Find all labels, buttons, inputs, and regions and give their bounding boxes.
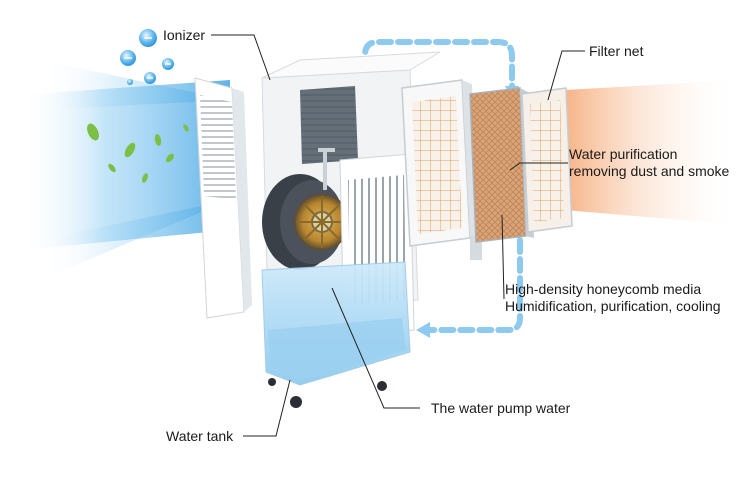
airflow-arrowhead xyxy=(416,322,430,338)
label-filter-net: Filter net xyxy=(589,43,644,59)
ion-bubble-icon xyxy=(120,29,174,85)
leaf-icon xyxy=(87,123,189,183)
label-honeycomb-media: High-density honeycomb media Humidificat… xyxy=(505,281,721,314)
water-pipe xyxy=(318,148,335,190)
label-water-purification: Water purification removing dust and smo… xyxy=(569,146,730,179)
louver-panel xyxy=(194,77,252,319)
airflow-arrow-icon xyxy=(362,39,523,333)
warm-air-stream xyxy=(565,80,740,225)
fan-blower xyxy=(262,174,350,270)
cool-air-stream xyxy=(20,60,230,280)
label-water-tank: Water tank xyxy=(166,428,234,444)
filter-net xyxy=(521,87,573,233)
label-water-pump: The water pump water xyxy=(431,400,571,416)
water-tank xyxy=(261,261,411,408)
filter-frame xyxy=(401,79,482,260)
label-ionizer: Ionizer xyxy=(163,27,206,43)
leader-lines xyxy=(211,34,585,437)
